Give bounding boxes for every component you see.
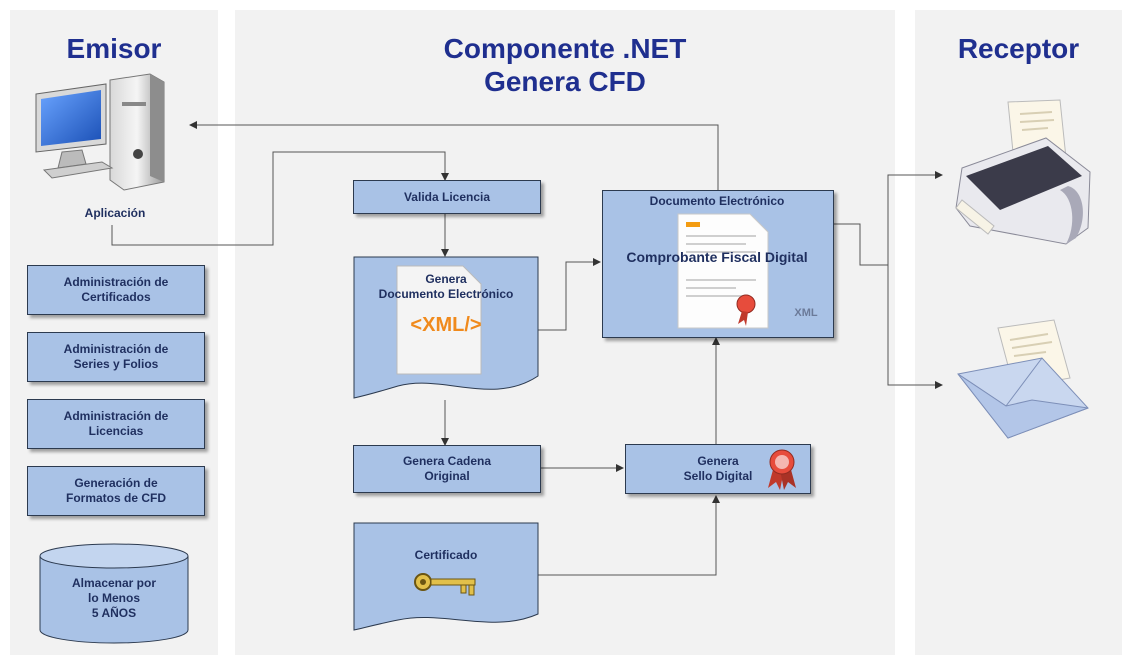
xml-tag: <XML/> [410,314,482,336]
arrow-documento-to-printer [834,171,943,266]
arrow-certificado-to-sello [538,495,720,576]
genera-doc-line2: Documento Electrónico [378,287,514,301]
storage-label: Almacenar por lo Menos 5 AÑOS [38,576,190,621]
admin-box-line1: Administración de [63,275,169,289]
genera-sello-line2: Sello Digital [683,469,753,483]
admin-box-line2: Series y Folios [73,357,159,371]
documento-title: Documento Electrónico [649,194,785,208]
printer-icon [955,99,1091,245]
key-icon [414,573,476,596]
admin-box-series-folios: Administración de Series y Folios [27,332,205,382]
arrow-app-to-licencia [111,151,449,246]
genera-sello-line1: Genera [697,454,739,468]
genera-cadena-line2: Original [424,469,470,483]
genera-cadena-box: Genera Cadena Original [353,445,541,493]
admin-box-line2: Formatos de CFD [65,491,166,505]
storage-line1: Almacenar por [71,576,157,590]
xml-corner-label: XML [794,307,818,319]
certificado-label: Certificado [414,548,478,562]
valida-licencia-label: Valida Licencia [403,189,491,204]
comprobante-label: Comprobante Fiscal Digital [626,249,808,265]
admin-box-line2: Certificados [81,290,151,304]
valida-licencia-box: Valida Licencia [353,180,541,214]
genera-doc-line1: Genera [425,272,467,286]
componente-title-line2: Genera CFD [484,66,646,97]
admin-box-line1: Generación de [74,476,158,490]
genera-documento-label: Genera Documento Electrónico [353,272,539,302]
arrow-doc-to-app [189,121,719,190]
arrow-genera-to-documento [538,258,601,331]
admin-box-certificados: Administración de Certificados [27,265,205,315]
admin-box-formatos-cfd: Generación de Formatos de CFD [27,466,205,516]
genera-cadena-line1: Genera Cadena [402,454,492,468]
admin-box-line1: Administración de [63,342,169,356]
invoice-document-icon [677,213,769,329]
admin-box-licencias: Administración de Licencias [27,399,205,449]
componente-title: Componente .NET Genera CFD [235,32,895,98]
arrow-documento-to-email [887,265,943,389]
email-envelope-icon [957,319,1089,439]
storage-line2: lo Menos [87,591,140,605]
computer-icon [35,73,165,191]
certificado-shape [353,522,539,631]
storage-cylinder-icon [39,543,189,644]
admin-box-line1: Administración de [63,409,169,423]
componente-title-line1: Componente .NET [443,33,687,64]
genera-documento-shape [353,256,539,399]
emisor-title: Emisor [66,33,162,64]
seal-icon [768,449,796,490]
admin-box-line2: Licencias [88,424,144,438]
receptor-title: Receptor [957,33,1080,64]
storage-line3: 5 AÑOS [91,606,137,620]
app-label: Aplicación [84,206,146,220]
